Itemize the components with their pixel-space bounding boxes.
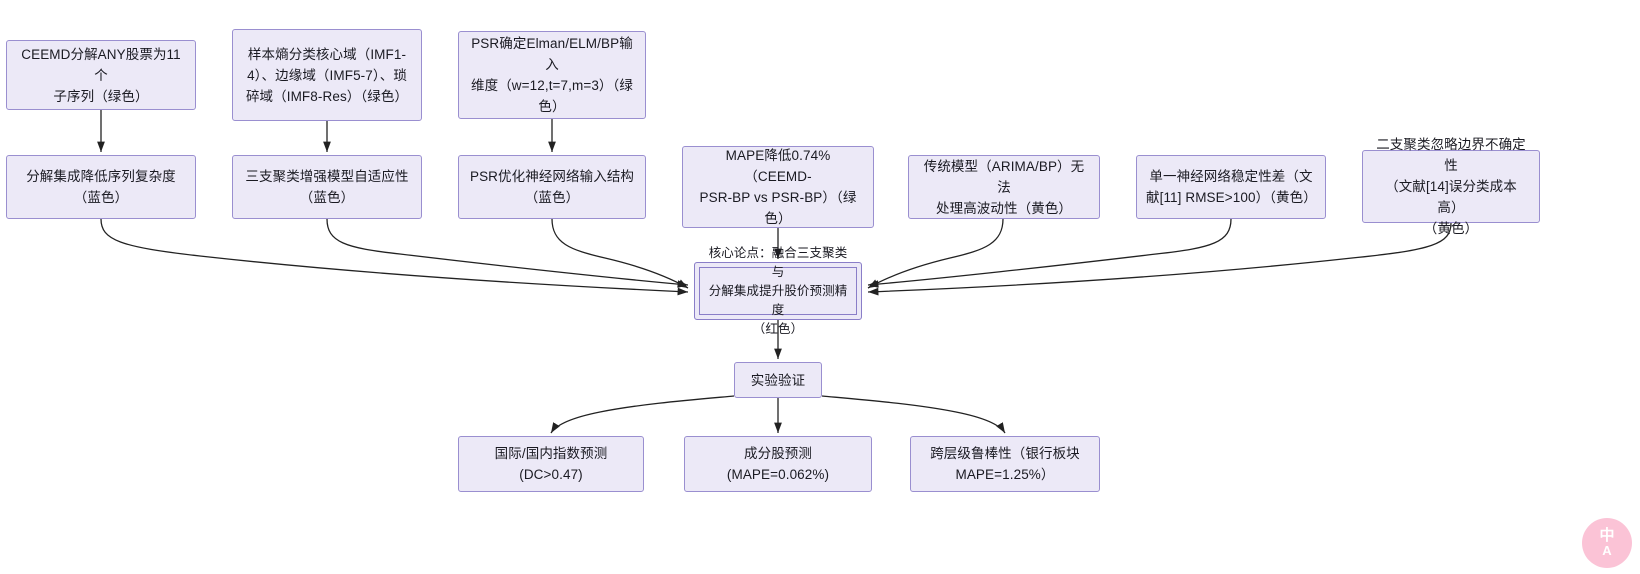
node-psr-structure-label: PSR优化神经网络输入结构 （蓝色）	[469, 169, 635, 205]
node-single-neural-network[interactable]: 单一神经网络稳定性差（文 献[11] RMSE>100）（黄色）	[1136, 155, 1326, 219]
node-index-forecast-label: 国际/国内指数预测 (DC>0.47)	[494, 446, 608, 482]
node-sample-entropy[interactable]: 样本熵分类核心域（IMF1- 4）、边缘域（IMF5-7）、琐 碎域（IMF8-…	[232, 29, 422, 121]
edge-traditional-to-core	[867, 218, 1004, 289]
node-experiment-verification[interactable]: 实验验证	[734, 362, 822, 398]
watermark-badge: 中 A	[1582, 518, 1632, 568]
edge-decomp-to-core	[100, 218, 689, 296]
node-two-way-clustering-label: 二支聚类忽略边界不确定性 （文献[14]误分类成本高） （黄色）	[1376, 137, 1526, 236]
watermark-line2: A	[1602, 542, 1612, 558]
watermark-line1: 中	[1599, 526, 1615, 544]
node-ceemd-label: CEEMD分解ANY股票为11个 子序列（绿色）	[21, 46, 181, 104]
edge-experiment-to-crosslayer	[821, 395, 1006, 434]
node-decomposition-complexity-label: 分解集成降低序列复杂度 （蓝色）	[26, 169, 176, 205]
node-mape-reduction-label: MAPE降低0.74%（CEEMD- PSR-BP vs PSR-BP）（绿 色…	[699, 148, 857, 226]
node-psr-structure[interactable]: PSR优化神经网络输入结构 （蓝色）	[458, 155, 646, 219]
edge-experiment-to-index	[550, 395, 735, 434]
node-three-way-clustering[interactable]: 三支聚类增强模型自适应性 （蓝色）	[232, 155, 422, 219]
node-ceemd[interactable]: CEEMD分解ANY股票为11个 子序列（绿色）	[6, 40, 196, 110]
edge-psrstruct-to-core	[551, 218, 689, 289]
node-three-way-clustering-label: 三支聚类增强模型自适应性 （蓝色）	[245, 169, 409, 205]
node-mape-reduction[interactable]: MAPE降低0.74%（CEEMD- PSR-BP vs PSR-BP）（绿 色…	[682, 146, 874, 228]
node-psr-dimension[interactable]: PSR确定Elman/ELM/BP输入 维度（w=12,t=7,m=3）（绿 色…	[458, 31, 646, 119]
edge-cluster-to-core	[326, 218, 689, 288]
edge-singlenn-to-core	[867, 218, 1232, 288]
node-component-stock-forecast-label: 成分股预测 (MAPE=0.062%)	[726, 446, 830, 482]
node-cross-layer-robustness-label: 跨层级鲁棒性（银行板块 MAPE=1.25%）	[930, 446, 1080, 482]
edge-twoway-to-core	[867, 222, 1452, 296]
node-experiment-verification-label: 实验验证	[750, 372, 806, 388]
node-traditional-model[interactable]: 传统模型（ARIMA/BP）无法 处理高波动性（黄色）	[908, 155, 1100, 219]
node-core-claim[interactable]: 核心论点：融合三支聚类与 分解集成提升股价预测精度 （红色）	[694, 246, 862, 336]
node-two-way-clustering[interactable]: 二支聚类忽略边界不确定性 （文献[14]误分类成本高） （黄色）	[1362, 137, 1540, 236]
node-index-forecast[interactable]: 国际/国内指数预测 (DC>0.47)	[458, 436, 644, 492]
node-traditional-model-label: 传统模型（ARIMA/BP）无法 处理高波动性（黄色）	[923, 158, 1085, 216]
node-component-stock-forecast[interactable]: 成分股预测 (MAPE=0.062%)	[684, 436, 872, 492]
node-cross-layer-robustness[interactable]: 跨层级鲁棒性（银行板块 MAPE=1.25%）	[910, 436, 1100, 492]
node-psr-dimension-label: PSR确定Elman/ELM/BP输入 维度（w=12,t=7,m=3）（绿 色…	[471, 36, 633, 114]
node-single-neural-network-label: 单一神经网络稳定性差（文 献[11] RMSE>100）（黄色）	[1146, 169, 1317, 205]
node-sample-entropy-label: 样本熵分类核心域（IMF1- 4）、边缘域（IMF5-7）、琐 碎域（IMF8-…	[245, 46, 409, 104]
node-core-claim-label: 核心论点：融合三支聚类与 分解集成提升股价预测精度 （红色）	[708, 245, 848, 336]
node-decomposition-complexity[interactable]: 分解集成降低序列复杂度 （蓝色）	[6, 155, 196, 219]
